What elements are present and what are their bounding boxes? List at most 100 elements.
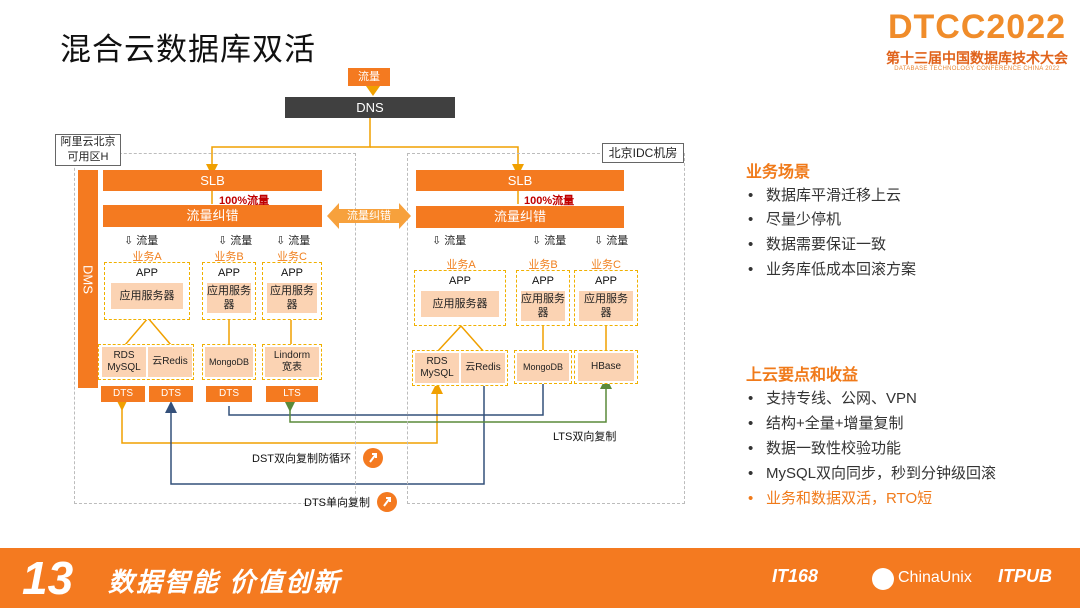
dts-oneway-label: DTS单向复制 [304, 497, 370, 509]
benefit-item: • MySQL双向同步，秒到分钟级回滚 [748, 462, 996, 483]
benefit-item-highlight: • 业务和数据双活，RTO短 [748, 487, 932, 508]
right-biz-c-label: 业务C [591, 259, 621, 271]
right-biz-a-label: 业务A [446, 259, 476, 271]
footer-slogan: 数据智能 价值创新 [108, 567, 342, 597]
bullet-icon: • [748, 261, 754, 278]
oneway-sync-icon [374, 490, 400, 514]
benefit-item-text: 业务和数据双活，RTO短 [766, 490, 933, 507]
app-server-box: 应用服务器 [579, 291, 633, 321]
right-slb-box: SLB [416, 170, 624, 191]
bullet-icon: • [748, 440, 754, 457]
left-slb-box: SLB [103, 170, 322, 191]
left-dts-box-3: DTS [206, 386, 252, 402]
right-traffic-a-label: ⇩ 流量 [432, 235, 467, 247]
bullet-icon: • [748, 490, 754, 507]
cross-correction-label: 流量纠错 [347, 210, 391, 222]
left-lts-box: LTS [266, 386, 318, 402]
footer-edition-number: 13 [22, 552, 74, 604]
chinaunix-logo-icon [872, 568, 894, 590]
bullet-icon: • [748, 415, 754, 432]
app-server-box: 应用服务器 [267, 283, 317, 313]
page-title: 混合云数据库双活 [60, 32, 316, 67]
right-traffic-b-label: ⇩ 流量 [532, 235, 567, 247]
conference-subtitle: 第十三届中国数据库技术大会 [886, 50, 1068, 66]
footer-bar [0, 548, 1080, 608]
dms-label: DMS [80, 264, 96, 294]
footer-brand-itpub: ITPUB [998, 566, 1052, 586]
bullet-icon: • [748, 211, 754, 228]
scenario-item: •数据库平滑迁移上云 [748, 184, 901, 205]
app-server-box: 应用服务器 [521, 291, 565, 321]
double-arrow-icon [327, 203, 411, 229]
benefit-item-text: MySQL双向同步，秒到分钟级回滚 [766, 465, 997, 482]
app-server-box: 应用服务器 [207, 283, 251, 313]
aliyun-zone-label: 阿里云北京 可用区H [55, 134, 121, 166]
left-biz-a-app: APP 应用服务器 [104, 262, 190, 320]
benefit-item: • 数据一致性校验功能 [748, 437, 901, 458]
idc-zone-label: 北京IDC机房 [602, 143, 684, 163]
footer-brand-chinaunix: ChinaUnix [898, 569, 972, 586]
right-traffic-correction-box: 流量纠错 [416, 206, 624, 228]
right-full-traffic-label: 100%流量 [524, 195, 575, 207]
right-hbase-box: HBase [578, 353, 634, 381]
dms-bar: DMS [78, 170, 98, 388]
idc-zone [407, 153, 685, 504]
left-biz-c-label: 业务C [277, 251, 307, 263]
benefit-item-text: 数据一致性校验功能 [766, 440, 902, 457]
left-redis-box: 云Redis [148, 347, 192, 377]
left-dts-box-2: DTS [149, 386, 193, 402]
left-traffic-c-text: 流量 [288, 235, 311, 247]
right-mongodb-box: MongoDB [517, 353, 569, 381]
left-traffic-c-label: ⇩ 流量 [276, 235, 311, 247]
app-label: APP [135, 267, 158, 279]
left-biz-a-label: 业务A [132, 251, 162, 263]
lts-replication-label: LTS双向复制 [553, 431, 617, 443]
left-traffic-a-label: ⇩ 流量 [124, 235, 159, 247]
scenario-item-text: 数据需要保证一致 [766, 236, 887, 253]
scenario-item: • 业务库低成本回滚方案 [748, 258, 916, 279]
left-rds-mysql-box: RDS MySQL [102, 347, 146, 377]
bullet-icon: • [748, 187, 754, 204]
right-biz-c-app: APP 应用服务器 [574, 270, 638, 326]
right-traffic-c-label: ⇩ 流量 [594, 235, 629, 247]
app-label: APP [531, 275, 554, 287]
left-biz-b-app: APP 应用服务器 [202, 262, 256, 320]
bullet-icon: • [748, 236, 754, 253]
benefit-item-text: 支持专线、公网、VPN [766, 390, 917, 407]
app-server-box: 应用服务器 [111, 283, 183, 309]
app-label: APP [280, 267, 303, 279]
conference-logo: DTCC2022 [887, 8, 1067, 46]
scenario-item: • 尽量少停机 [748, 208, 841, 229]
right-rds-mysql-box: RDS MySQL [415, 353, 459, 383]
app-label: APP [448, 275, 471, 287]
right-redis-box: 云Redis [461, 353, 505, 383]
scenario-item: • 数据需要保证一致 [748, 233, 886, 254]
left-traffic-b-label: ⇩ 流量 [218, 235, 253, 247]
left-biz-c-app: APP 应用服务器 [262, 262, 322, 320]
app-label: APP [594, 275, 617, 287]
bullet-icon: • [748, 465, 754, 482]
scenario-item-text: 业务库低成本回滚方案 [766, 261, 917, 278]
replication-sync-icon [360, 446, 386, 470]
bullet-icon: • [748, 390, 754, 407]
scenario-item-text: 尽量少停机 [766, 211, 842, 228]
left-full-traffic-label: 100%流量 [219, 195, 270, 207]
traffic-source-tag: 流量 [348, 68, 390, 86]
left-traffic-a-text: 流量 [136, 235, 159, 247]
app-server-box: 应用服务器 [421, 291, 499, 317]
app-label: APP [217, 267, 240, 279]
benefit-item: • 支持专线、公网、VPN [748, 387, 917, 408]
left-biz-b-label: 业务B [214, 251, 244, 263]
cross-traffic-correction-arrow: 流量纠错 [327, 203, 411, 229]
left-traffic-correction-box: 流量纠错 [103, 205, 322, 227]
left-traffic-b-text: 流量 [230, 235, 253, 247]
right-traffic-c-text: 流量 [606, 235, 629, 247]
left-dts-box-1: DTS [101, 386, 145, 402]
benefit-item: •结构+全量+增量复制 [748, 412, 904, 433]
aliyun-zone [74, 153, 356, 504]
footer-brand-it168: IT168 [772, 566, 819, 586]
left-lindorm-box: Lindorm 宽表 [265, 347, 319, 377]
right-biz-b-label: 业务B [528, 259, 558, 271]
right-traffic-a-text: 流量 [444, 235, 467, 247]
conference-tagline: DATABASE TECHNOLOGY CONFERENCE CHINA 202… [894, 66, 1060, 72]
